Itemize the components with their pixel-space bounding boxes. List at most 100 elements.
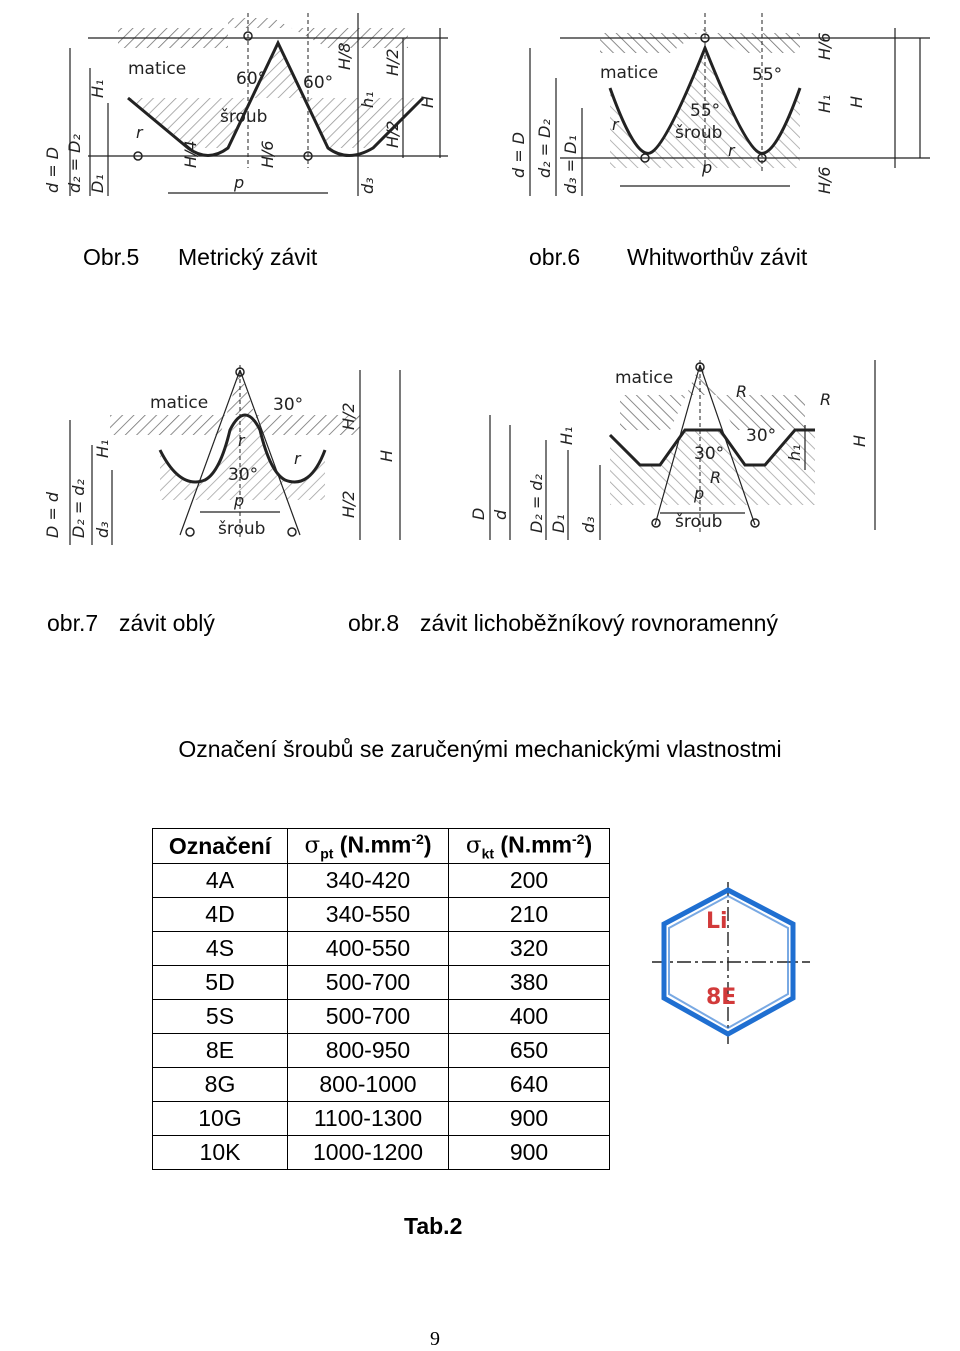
dim-H8: H/8 [335, 42, 354, 70]
dim-D: D [469, 508, 488, 520]
cell-sigma-kt: 640 [448, 1067, 610, 1102]
cell-sigma-pt: 500-700 [287, 965, 449, 1000]
cell-sigma-kt: 380 [448, 965, 610, 1000]
dim-d-D: d = D [43, 147, 62, 193]
cell-sigma-kt: 650 [448, 1033, 610, 1068]
dim-H4: H/4 [181, 140, 200, 168]
dim-H1: H₁ [88, 80, 107, 98]
table-caption: Tab.2 [404, 1213, 463, 1239]
dim-H: H [850, 435, 869, 447]
figure-metric-thread: matice šroub 60° 60° p d = D d₂ = D₂ D₁ … [28, 8, 458, 198]
dim-d2-D2: d₂ = D₂ [65, 134, 84, 193]
caption-fig7-number: obr.7 [47, 610, 99, 636]
figure-trapezoidal-thread: matice šroub 30° 30° p D d D₂ = d₂ D₁ d₃… [460, 355, 890, 545]
dim-R-right: R [820, 390, 831, 409]
dim-h1: h₁ [785, 444, 804, 461]
dim-R-bottom: R [710, 468, 721, 487]
cell-designation: 8G [152, 1067, 288, 1102]
sigma-symbol: σ [465, 832, 482, 859]
cell-sigma-kt: 200 [448, 863, 610, 898]
label-angle-right: 60° [303, 73, 333, 93]
cell-designation: 4A [152, 863, 288, 898]
header-sigma-pt: σpt (N.mm-2) [287, 828, 449, 864]
cell-designation: 4S [152, 931, 288, 966]
dim-H2-top: H/2 [339, 402, 358, 430]
dim-d2-D2: d₂ = D₂ [535, 119, 554, 178]
cell-sigma-pt: 340-420 [287, 863, 449, 898]
dim-H: H [847, 96, 866, 108]
label-angle-top: 30° [273, 395, 303, 415]
label-pitch: p [701, 158, 712, 177]
dim-d3-D1: d₃ = D₁ [561, 135, 580, 194]
dim-r-top: r [238, 431, 246, 450]
table-header-row: Označení σpt (N.mm-2) σkt (N.mm-2) [152, 828, 610, 864]
bolt-head-figure: Li 8E [648, 878, 818, 1048]
cell-designation: 4D [152, 897, 288, 932]
sigma-symbol: σ [304, 832, 321, 859]
dim-r-right: r [294, 449, 302, 468]
cell-sigma-pt: 340-550 [287, 897, 449, 932]
dim-H6: H/6 [258, 140, 277, 168]
metric-thread-drawing: matice šroub 60° 60° p d = D d₂ = D₂ D₁ … [43, 13, 448, 196]
label-screw: šroub [218, 519, 265, 539]
label-screw: šroub [675, 123, 722, 143]
header-designation: Označení [152, 828, 288, 864]
caption-fig8-number: obr.8 [348, 610, 400, 636]
label-angle-mid: 30° [228, 465, 258, 485]
dim-H2-bottom: H/2 [339, 490, 358, 518]
cell-sigma-kt: 900 [448, 1101, 610, 1136]
dim-r-right: r [728, 141, 736, 160]
label-pitch: p [233, 491, 244, 510]
dim-d3: d₃ [358, 177, 377, 194]
figure-round-thread: matice šroub 30° 30° p D = d D₂ = d₂ d₃ … [30, 360, 430, 550]
dim-d3: d₃ [93, 521, 112, 538]
dim-H6-bottom: H/6 [815, 166, 834, 194]
header-sigma-kt: σkt (N.mm-2) [448, 828, 610, 864]
dim-d: d [491, 509, 510, 520]
bolt-head-drawing: Li 8E [652, 882, 810, 1044]
cell-sigma-pt: 1100-1300 [287, 1101, 449, 1136]
cell-sigma-kt: 210 [448, 897, 610, 932]
label-pitch: p [233, 173, 244, 192]
dim-d3: d₃ [579, 516, 598, 533]
dim-D2-d2: D₂ = d₂ [69, 479, 88, 538]
bolt-mark-top: Li [706, 909, 728, 934]
caption-fig7-text: závit oblý [119, 610, 215, 636]
page-number: 9 [430, 1328, 440, 1350]
cell-designation: 8E [152, 1033, 288, 1068]
label-angle-mid: 30° [694, 444, 724, 464]
label-screw: šroub [675, 512, 722, 532]
cell-sigma-pt: 800-1000 [287, 1067, 449, 1102]
dim-H6-top: H/6 [815, 32, 834, 60]
figure-whitworth-thread: matice šroub 55° 55° p d = D d₂ = D₂ d₃ … [500, 8, 940, 198]
label-nut: matice [128, 59, 186, 79]
dim-H2-top: H/2 [383, 48, 402, 76]
dim-H1: H₁ [557, 427, 576, 445]
cell-designation: 10G [152, 1101, 288, 1136]
dim-r: r [136, 123, 144, 142]
cell-sigma-kt: 320 [448, 931, 610, 966]
cell-sigma-kt: 400 [448, 999, 610, 1034]
trapezoidal-thread-drawing: matice šroub 30° 30° p D d D₂ = d₂ D₁ d₃… [469, 360, 876, 540]
caption-fig5-number: Obr.5 [83, 244, 140, 270]
cell-sigma-pt: 1000-1200 [287, 1135, 449, 1170]
dim-D1: D₁ [88, 174, 107, 193]
dim-D2-d2: D₂ = d₂ [527, 474, 546, 533]
caption-fig5-text: Metrický závit [178, 244, 318, 270]
label-pitch: p [693, 484, 704, 503]
label-nut: matice [150, 393, 208, 413]
dim-D1: D₁ [549, 514, 568, 533]
label-angle-top: 55° [752, 65, 782, 85]
section-title: Označení šroubů se zaručenými mechanický… [178, 736, 782, 762]
dim-R-top: R [736, 382, 747, 401]
dim-H: H [377, 450, 396, 462]
dim-H1: H₁ [815, 95, 834, 113]
dim-H1: H₁ [93, 440, 112, 458]
